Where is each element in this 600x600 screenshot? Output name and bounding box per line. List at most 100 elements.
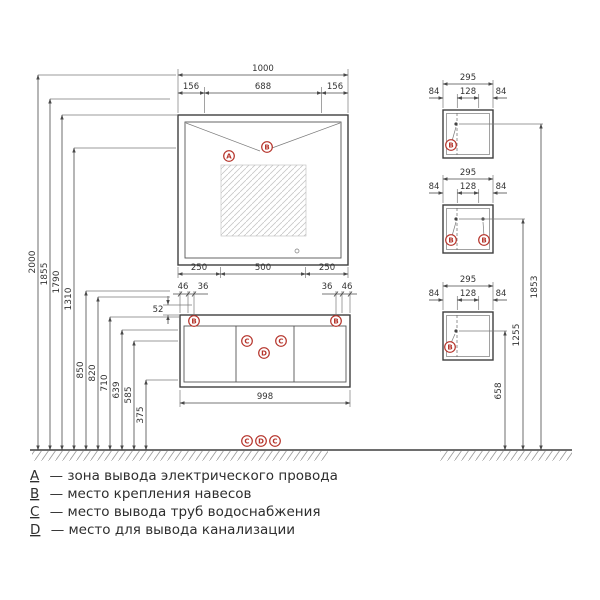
dim-cabinet-total: 998 <box>257 392 273 402</box>
dim-hanger-left-46: 46 <box>178 282 189 292</box>
svg-text:B: B <box>447 344 452 352</box>
dim-height-658: 658 <box>494 382 504 399</box>
marker-a-mirror: A <box>223 150 235 162</box>
dim-side1-total: 295 <box>460 73 476 83</box>
legend-item-b: B — место крепления навесов <box>30 486 252 502</box>
marker-b-cabinet-left: B <box>188 315 200 327</box>
side2-inner <box>446 208 490 250</box>
dim-height-639: 639 <box>112 381 122 398</box>
svg-text:B: B <box>333 318 338 326</box>
dim-side2-128: 128 <box>460 182 476 192</box>
dim-hanger-right-46: 46 <box>342 282 353 292</box>
marker-b-mirror: B <box>261 141 273 153</box>
svg-text:B: B <box>448 237 453 245</box>
side-view-top: 295 84 128 84 B <box>429 73 507 159</box>
dim-side3-84l: 84 <box>429 289 440 299</box>
dim-height-1790: 1790 <box>52 270 62 293</box>
dim-hanger-drop: 52 <box>153 305 164 315</box>
marker-d-cabinet: D <box>258 347 270 359</box>
dim-mirror-seg-mid: 688 <box>255 82 271 92</box>
cabinet-outer-box <box>179 314 351 388</box>
cabinet-hanger-dimensions: 46 36 36 46 <box>173 282 357 316</box>
dim-height-820: 820 <box>88 364 98 381</box>
cabinet-front-panel <box>183 325 347 383</box>
dim-height-1310: 1310 <box>64 287 74 310</box>
svg-text:C: C <box>272 438 277 446</box>
svg-text:D: D <box>261 350 267 358</box>
dim-height-710: 710 <box>100 374 110 391</box>
floor-hatch-left <box>32 450 328 461</box>
dim-mirror-bottom-mid: 500 <box>255 263 271 273</box>
floor: C D C <box>30 435 572 461</box>
floor-hatch-right <box>440 450 572 461</box>
side1-inner <box>446 113 490 155</box>
dim-height-585: 585 <box>124 386 134 403</box>
mirror-switch-mark <box>294 248 300 254</box>
side1-hanger-point <box>454 122 458 126</box>
marker-a-badge <box>223 150 235 162</box>
legend-key-c: C <box>30 504 39 520</box>
dim-mirror-bottom-left: 250 <box>191 263 207 273</box>
dim-height-375: 375 <box>136 406 146 423</box>
mirror-lamp-zone-hatch <box>220 164 307 237</box>
marker-c-cabinet-right: C <box>275 335 287 347</box>
side3-inner <box>446 315 490 357</box>
dim-height-1853: 1853 <box>530 276 540 299</box>
dim-side3-84r: 84 <box>496 289 507 299</box>
side3-hanger-point <box>454 329 458 333</box>
svg-text:C: C <box>244 338 249 346</box>
dim-side2-84r: 84 <box>496 182 507 192</box>
side1-outer <box>442 109 494 159</box>
dim-side3-128: 128 <box>460 289 476 299</box>
dim-height-1855: 1855 <box>40 263 50 286</box>
svg-text:D: D <box>258 438 264 446</box>
svg-text:A: A <box>226 153 232 161</box>
legend-key-d: D <box>30 522 40 538</box>
marker-b-badge <box>261 141 273 153</box>
svg-text:B: B <box>481 237 486 245</box>
legend-text-a: — зона вывода электрического провода <box>50 468 338 484</box>
marker-b-side2-right: B <box>478 234 490 246</box>
dim-mirror-total: 1000 <box>252 64 274 74</box>
legend-text-b: — место крепления навесов <box>50 486 252 502</box>
legend-key-b: B <box>30 486 39 502</box>
mirror-inner-frame <box>184 121 342 259</box>
svg-text:B: B <box>448 142 453 150</box>
dim-side2-84l: 84 <box>429 182 440 192</box>
legend-key-a: A <box>30 468 40 484</box>
cabinet-hanger-drop-dimension: 52 <box>153 296 192 324</box>
right-height-dimensions: 658 1255 1853 <box>459 123 543 451</box>
mirror-top-segment-dimensions: 156 688 156 <box>177 82 349 113</box>
svg-text:C: C <box>278 338 283 346</box>
cabinet-width-dimension: 998 <box>179 390 351 407</box>
legend-text-c: — место вывода труб водоснабжения <box>50 504 321 520</box>
side2-outer <box>442 204 494 254</box>
side3-outer <box>442 311 494 361</box>
marker-c-cabinet-left: C <box>241 335 253 347</box>
dim-hanger-right-36: 36 <box>322 282 333 292</box>
marker-b-side1: B <box>445 139 457 151</box>
marker-b-side2-left: B <box>445 234 457 246</box>
legend-text-d: — место для вывода канализации <box>51 522 295 538</box>
dim-side1-84r: 84 <box>496 87 507 97</box>
side2-hanger-point-left <box>454 217 458 221</box>
legend-item-a: A — зона вывода электрического провода <box>30 468 338 484</box>
mirror-outer-frame <box>177 114 349 266</box>
legend-item-d: D — место для вывода канализации <box>30 522 295 538</box>
marker-c-floor-left: C <box>241 435 253 447</box>
mirror-cable-line-right <box>271 122 341 149</box>
legend: A — зона вывода электрического провода B… <box>30 468 338 538</box>
svg-text:B: B <box>264 144 269 152</box>
cabinet-front-view: 46 36 36 46 52 998 B B <box>153 282 357 407</box>
mirror-width-dimension: 1000 <box>177 64 349 113</box>
dim-height-1255: 1255 <box>512 324 522 347</box>
dim-side2-total: 295 <box>460 168 476 178</box>
legend-item-c: C — место вывода труб водоснабжения <box>30 504 320 520</box>
dim-hanger-left-36: 36 <box>198 282 209 292</box>
left-height-dimensions: 2000 1855 1790 1310 850 820 710 639 585 <box>28 74 179 451</box>
svg-text:C: C <box>244 438 249 446</box>
side-view-bottom: 295 84 128 84 B <box>429 275 507 361</box>
dim-mirror-bottom-right: 250 <box>319 263 335 273</box>
dim-mirror-seg-right: 156 <box>327 82 343 92</box>
